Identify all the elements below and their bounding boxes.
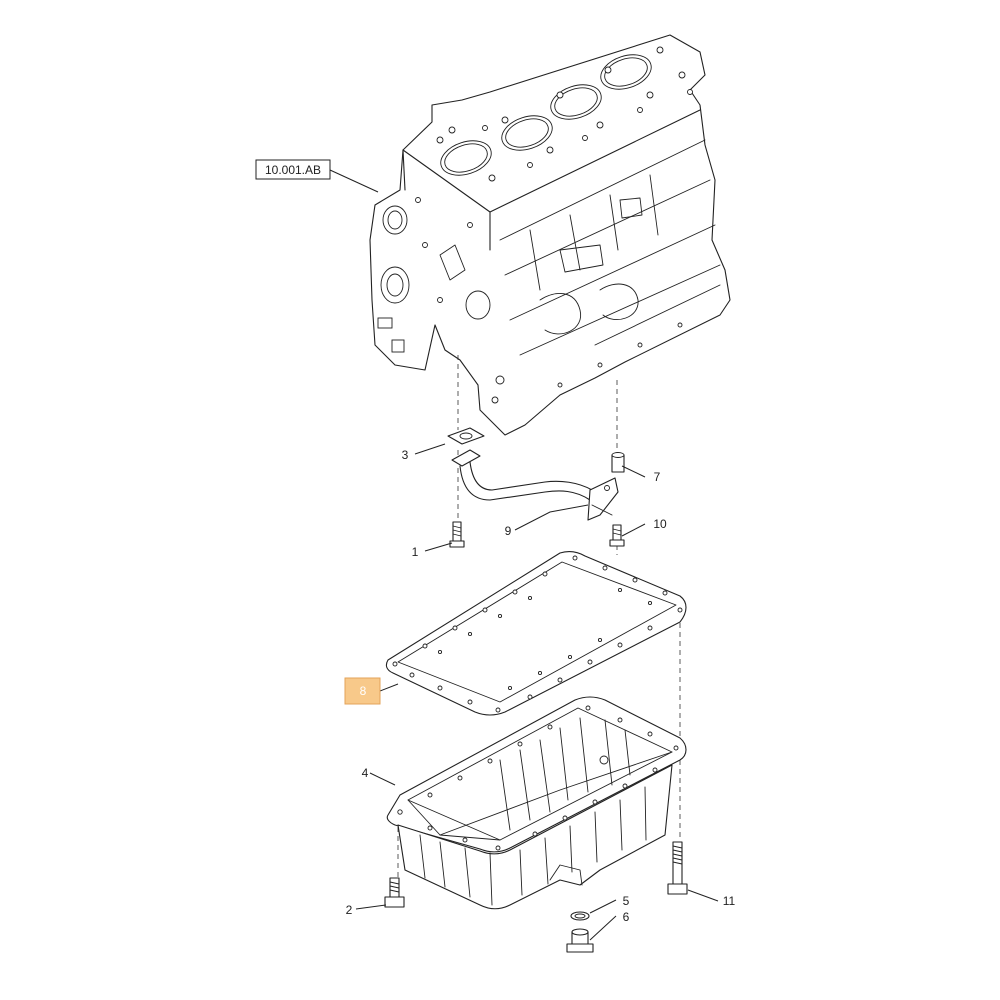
- callout-6[interactable]: 6: [623, 910, 630, 924]
- part-8-oil-pan-gasket[interactable]: [385, 551, 687, 716]
- part-11-bolt[interactable]: [667, 841, 688, 895]
- reference-label[interactable]: 10.001.AB: [255, 159, 331, 180]
- callout-2[interactable]: 2: [346, 903, 353, 917]
- part-1-bolt[interactable]: [449, 521, 465, 548]
- part-6-drain-plug[interactable]: [566, 928, 594, 953]
- part-9-oil-suction-pipe[interactable]: [451, 449, 619, 521]
- callout-1[interactable]: 1: [412, 545, 419, 559]
- callout-10[interactable]: 10: [653, 517, 667, 531]
- part-10-bolt[interactable]: [609, 524, 625, 547]
- part-7-sleeve[interactable]: [611, 452, 625, 473]
- callout-4[interactable]: 4: [362, 766, 369, 780]
- engine-block[interactable]: [369, 34, 731, 436]
- callout-8: 8: [360, 684, 367, 698]
- part-4-oil-pan[interactable]: [386, 696, 687, 910]
- callout-11[interactable]: 11: [723, 894, 736, 908]
- callout-9[interactable]: 9: [505, 524, 512, 538]
- gasket-bolt-holes: [392, 555, 683, 713]
- callout-8-highlight[interactable]: 8: [344, 677, 381, 705]
- reference-label-text: 10.001.AB: [265, 163, 321, 177]
- callout-7[interactable]: 7: [654, 470, 661, 484]
- part-2-bolt[interactable]: [384, 877, 405, 908]
- part-3-suction-gasket[interactable]: [447, 427, 485, 445]
- part-5-washer[interactable]: [570, 911, 590, 921]
- callout-3[interactable]: 3: [402, 448, 409, 462]
- callout-5[interactable]: 5: [623, 894, 630, 908]
